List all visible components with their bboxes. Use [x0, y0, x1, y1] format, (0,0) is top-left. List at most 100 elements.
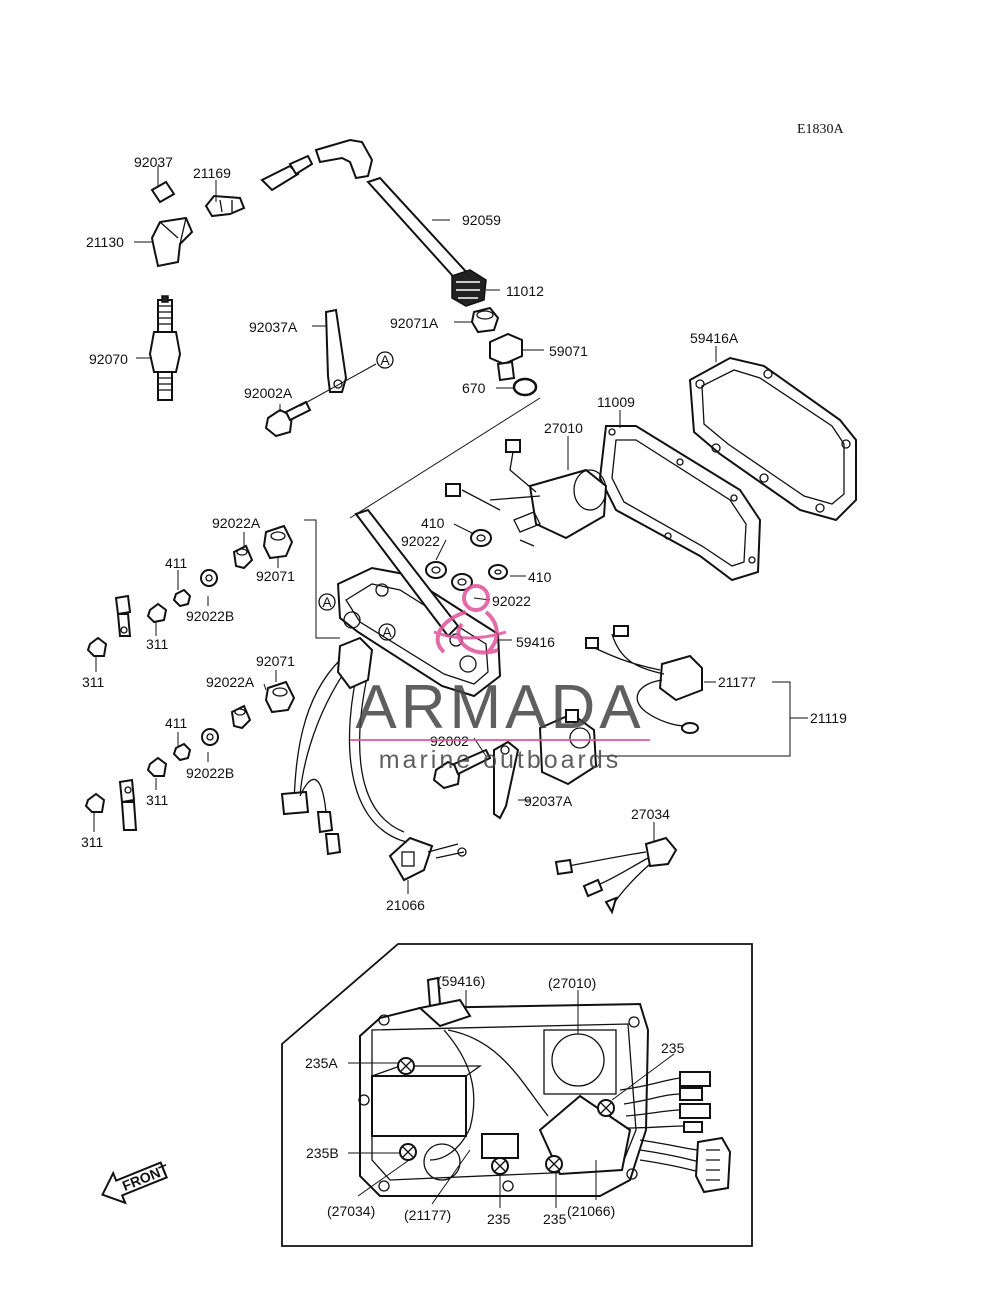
marker-a-3: A	[378, 623, 396, 641]
callout-59416: 59416	[516, 634, 555, 650]
callout-410-b: 410	[528, 569, 552, 585]
watermark-figure	[433, 584, 507, 655]
callout-21130: 21130	[86, 234, 124, 250]
callout-411-top: 411	[165, 555, 188, 571]
callout-92022B-bot: 92022B	[186, 765, 234, 781]
hose-92059	[314, 138, 472, 286]
callout-labels: E1830A 92037 21169 21130 92059 11012 920…	[81, 122, 847, 913]
callout-311-d: 311	[81, 834, 104, 850]
grommet-92022A-bot	[230, 704, 252, 730]
callout-21177: 21177	[718, 674, 756, 690]
callout-311-a: 311	[146, 636, 169, 652]
harness-21066	[280, 636, 467, 882]
washer-92022B-bot	[201, 728, 219, 746]
washer-410-a	[470, 529, 492, 547]
nut-311-a	[146, 602, 168, 624]
leader-lines	[93, 166, 808, 894]
callout-92071-top: 92071	[256, 568, 295, 584]
callout-92037A-top: 92037A	[249, 319, 298, 335]
grommet-92071-bot	[264, 680, 296, 714]
callout-21169: 21169	[193, 165, 231, 181]
ignition-coil	[538, 709, 598, 786]
washer-92022-b	[451, 573, 473, 591]
callout-59071: 59071	[549, 343, 588, 359]
inset-callout-59416: (59416)	[437, 973, 485, 989]
terminal-stud-top	[114, 594, 132, 637]
callout-92022A-top: 92022A	[212, 515, 261, 531]
cover-59416A	[688, 356, 857, 522]
callout-92037: 92037	[134, 154, 173, 170]
inset-callout-21177: (21177)	[404, 1207, 451, 1223]
grommet-92071A	[470, 306, 500, 334]
callout-92037A-bot: 92037A	[524, 793, 573, 809]
callout-92022B-top: 92022B	[186, 608, 234, 624]
nut-311-b	[86, 636, 108, 657]
callout-92071A: 92071A	[390, 315, 439, 331]
callout-92070: 92070	[89, 351, 128, 367]
callout-311-c: 311	[146, 792, 169, 808]
front-label: FRONT	[120, 1161, 171, 1194]
callout-411-bot: 411	[165, 715, 188, 731]
inset-callout-27034: (27034)	[327, 1203, 375, 1219]
callout-311-b: 311	[82, 674, 105, 690]
cdi-unit-21177	[585, 625, 703, 734]
terminal-stud-bot	[118, 778, 138, 831]
fitting-59071	[489, 332, 523, 382]
callout-92002A: 92002A	[244, 385, 293, 401]
front-arrow: FRONT	[101, 1161, 171, 1205]
callout-410-a: 410	[421, 515, 445, 531]
inset-callout-235-b: 235	[543, 1211, 567, 1227]
spark-plug-cap-21130	[150, 216, 194, 268]
rectifier-27010	[445, 439, 608, 547]
marker-a-2: A	[318, 593, 336, 611]
marker-a-3-text: A	[382, 624, 392, 640]
ground-strap-92037A-bot	[493, 740, 520, 820]
o-ring-670	[512, 377, 538, 397]
washer-92022B-top	[200, 569, 218, 587]
inset-callout-235A: 235A	[305, 1055, 338, 1071]
bolt-92002A	[264, 400, 312, 438]
grommet-92071-top	[262, 524, 294, 560]
nut-411-top	[172, 588, 192, 608]
inset-callout-27010: (27010)	[548, 975, 596, 991]
marker-a-2-text: A	[322, 594, 332, 610]
wire-connector	[260, 154, 314, 192]
gasket-11009	[598, 425, 762, 582]
bolt-92002	[432, 748, 492, 790]
spark-plug-92070	[148, 295, 182, 401]
nut-11012	[451, 269, 487, 307]
callout-92059: 92059	[462, 212, 501, 228]
inset-callout-21066: (21066)	[567, 1203, 615, 1219]
watermark-title: ARMADA	[355, 673, 644, 742]
inset-callout-235-top: 235	[661, 1040, 685, 1056]
callout-92071-bot: 92071	[256, 653, 295, 669]
washer-410-b	[488, 564, 508, 580]
nut-311-d	[84, 792, 106, 813]
marker-a-1-text: A	[380, 352, 390, 368]
callout-670: 670	[462, 380, 486, 396]
watermark-logo: ARMADA marine outboards	[350, 584, 650, 774]
callout-11012: 11012	[506, 283, 544, 299]
grommet-92022A-top	[232, 544, 254, 570]
callout-27034: 27034	[631, 806, 670, 822]
diagram-code: E1830A	[797, 122, 845, 137]
callout-27010: 27010	[544, 420, 583, 436]
callout-92022-a: 92022	[401, 533, 440, 549]
clip-92037	[150, 180, 176, 204]
inset-callout-235B: 235B	[306, 1145, 339, 1161]
callout-92022-b: 92022	[492, 593, 531, 609]
callout-59416A: 59416A	[690, 330, 739, 346]
washer-92022-a	[425, 561, 447, 579]
terminal-21169	[204, 194, 246, 218]
sensor-27034	[554, 836, 678, 915]
callout-21119: 21119	[810, 710, 847, 726]
callout-21066: 21066	[386, 897, 425, 913]
nut-311-c	[146, 756, 168, 777]
inset-labels: (59416) (27010) 235A 235 235B (27034) (2…	[305, 973, 685, 1227]
watermark-subtitle: marine outboards	[379, 746, 622, 774]
callout-11009: 11009	[597, 394, 635, 410]
marker-a-1: A	[376, 351, 394, 369]
callout-92022A-bot: 92022A	[206, 674, 255, 690]
